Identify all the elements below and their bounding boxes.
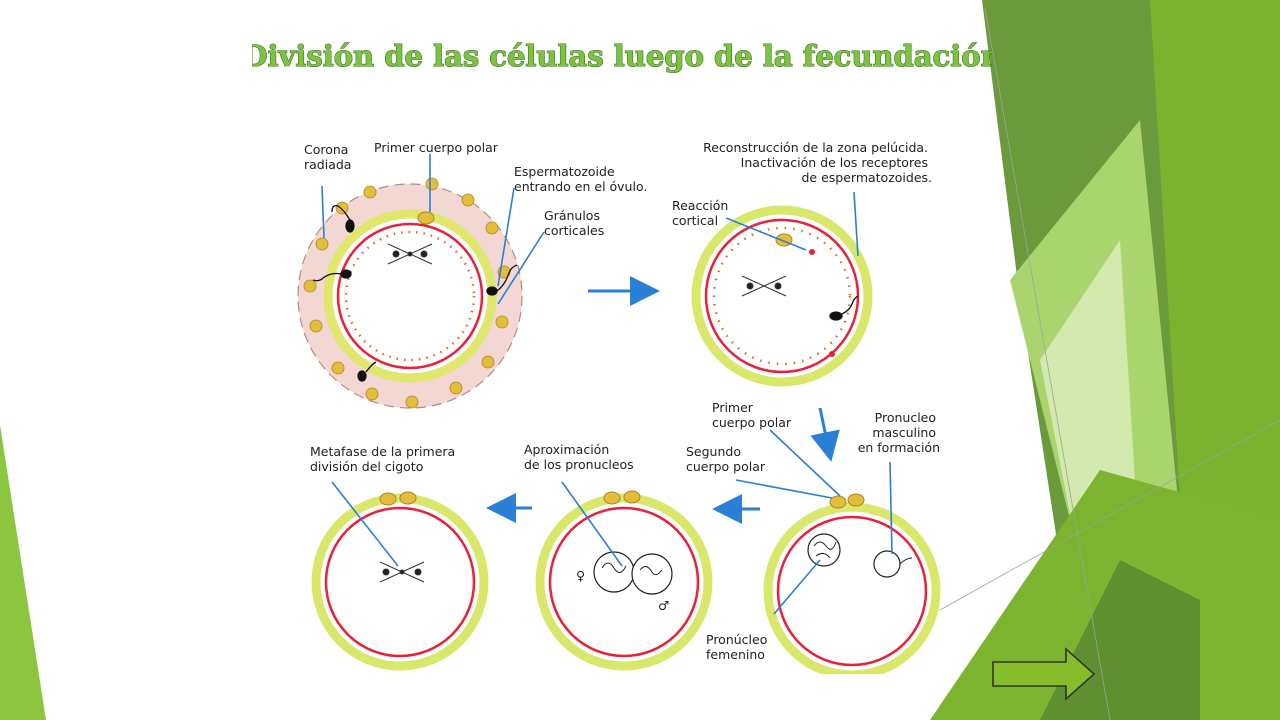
label-primer-cuerpo-polar-2: Primer cuerpo polar [712,400,792,430]
membrana-ovulo [336,222,484,370]
label-reconstruccion-zona: Reconstrucción de la zona pelúcida. Inac… [703,140,932,185]
huso-mitotico [379,561,425,583]
label-aproximacion-pronucleos: Aproximación de los pronucleos [524,442,634,472]
primer-cuerpo-polar [829,495,847,509]
label-espermatozoide: Espermatozoide entrando en el óvulo. [514,164,647,194]
cuerpo-polar [623,490,641,504]
label-segundo-cuerpo-polar: Segundo cuerpo polar [686,444,766,474]
membrana-ovulo [324,506,476,658]
granulo-liberado [809,249,815,255]
pronucleo-femenino [593,551,635,593]
slide-title: División de las células luego de la fecu… [252,38,992,73]
espermatozoides [312,204,518,382]
cuerpo-polar [379,492,397,506]
cuerpo-polar [399,491,417,505]
label-pronucleo-masculino: Pronucleo masculino en formación [858,410,940,455]
primer-cuerpo-polar [417,211,435,225]
espermatozoide-fusion [829,295,859,321]
male-symbol: ♂ [658,598,669,613]
label-reaccion-cortical: Reacción cortical [672,198,732,228]
slide-title-text: División de las células luego de la fecu… [252,39,992,73]
huso-meiotico [741,275,787,297]
label-metafase: Metafase de la primera división del cigo… [310,444,459,474]
pronucleo-masculino [873,550,901,578]
right-arrow-icon[interactable] [992,647,1096,701]
cell-metafase [311,491,489,671]
flow-arrow-down [810,407,840,462]
next-slide-button[interactable] [990,646,1098,702]
thin-divider-2 [939,419,1280,611]
cromatina-femenina [813,541,837,559]
fertilization-diagram: ♀ ♂ Corona radiada Primer cuer [297,140,941,674]
segundo-cuerpo-polar [847,493,865,507]
label-primer-cuerpo-polar-1: Primer cuerpo polar [374,140,499,155]
label-pronucleo-femenino: Pronúcleo femenino [706,632,771,662]
cromatina [601,562,663,576]
granulos-ring [712,226,852,366]
pronucleo-femenino [807,533,841,567]
corona-cells [303,177,511,409]
connector-lines [321,154,893,615]
label-granulos-corticales: Gránulos corticales [544,208,604,238]
cell-aproximacion-pronucleos: ♀ ♂ [535,490,713,671]
pronucleo-masculino [631,553,673,595]
female-symbol: ♀ [576,568,585,583]
granulo-liberado [829,351,835,357]
cell-reaccion-cortical [691,205,873,387]
left-green-strip [0,425,46,720]
cell-pronucleos-formacion [763,493,941,674]
cola-espermatozoide [899,557,913,565]
cuerpo-polar [603,491,621,505]
huso-meiotico [387,243,433,265]
granulos-corticales-ring [344,230,476,362]
cell-ovulo-con-corona [297,177,523,409]
label-corona-radiada: Corona radiada [304,142,352,172]
thin-divider-1 [984,7,1111,720]
membrana-ovulo [776,515,928,667]
